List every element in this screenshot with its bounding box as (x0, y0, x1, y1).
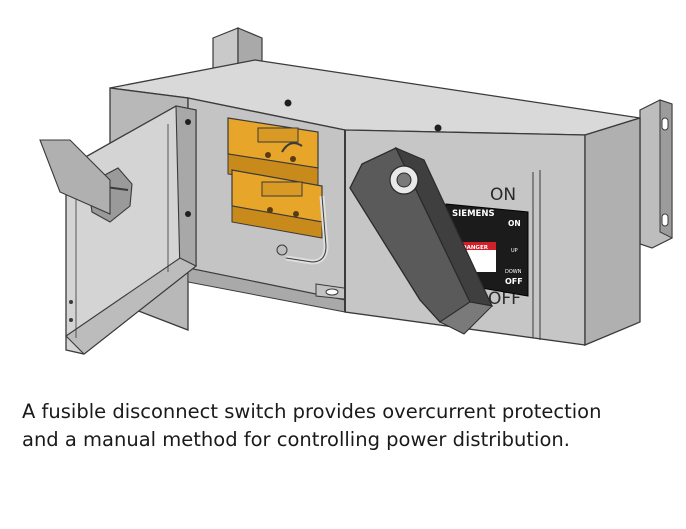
brand-text: SIEMENS (452, 209, 495, 219)
figure-caption: A fusible disconnect switch provides ove… (22, 398, 682, 454)
right-mounting-bracket (639, 99, 673, 249)
on-marking: ON (490, 185, 516, 205)
caption-line-1: A fusible disconnect switch provides ove… (22, 400, 602, 423)
caption-line-2: and a manual method for controlling powe… (22, 428, 570, 451)
ground-lug (276, 244, 288, 256)
plate-down-text: DOWN (505, 269, 522, 275)
off-marking: OFF (488, 289, 521, 309)
disconnect-switch-illustration: ON OFF SIEMENS ON UP DOWN OFF DANGER (39, 27, 673, 355)
plate-off-text: OFF (505, 277, 523, 286)
top-screw-2 (434, 124, 442, 132)
plate-up-text: UP (511, 248, 518, 254)
plate-on-text: ON (508, 219, 521, 228)
top-screw-1 (284, 99, 292, 107)
rear-bracket-lower (39, 139, 111, 215)
operating-handle[interactable] (349, 146, 494, 335)
danger-text: DANGER (462, 245, 489, 251)
fuse-block (227, 117, 323, 239)
